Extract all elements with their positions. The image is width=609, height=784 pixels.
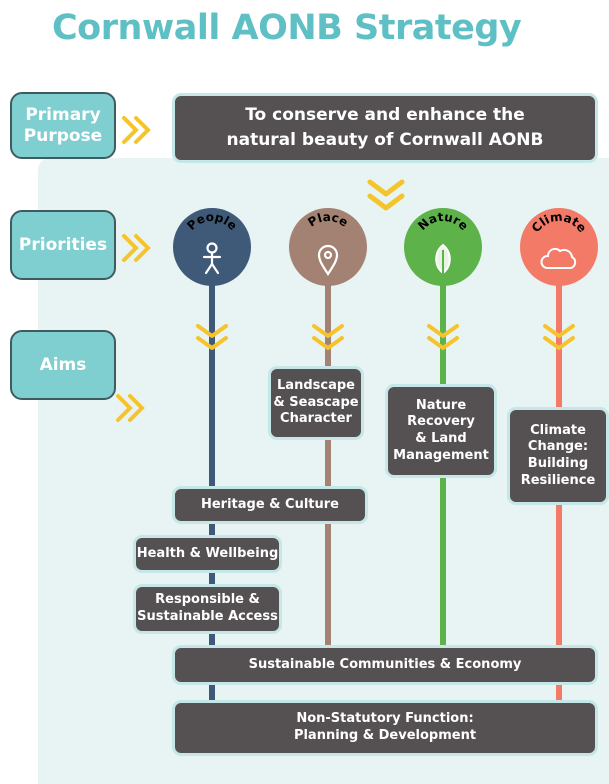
page-title: Cornwall AONB Strategy bbox=[52, 8, 522, 48]
purpose-line-1: To conserve and enhance the bbox=[245, 104, 525, 125]
place-down-arrow-icon bbox=[312, 324, 344, 350]
non-statutory-line-2: Planning & Development bbox=[293, 728, 477, 743]
primary-purpose-label: Primary Purpose bbox=[10, 92, 116, 159]
landscape-line-3: Character bbox=[280, 411, 352, 427]
heritage-culture-box: Heritage & Culture bbox=[172, 486, 368, 524]
climate-change-box: Climate Change: Building Resilience bbox=[507, 407, 609, 505]
aims-label-text: Aims bbox=[39, 354, 87, 375]
nature-recovery-line-2: Recovery bbox=[407, 414, 475, 430]
climate-circle: Climate bbox=[520, 208, 598, 286]
climate-down-arrow-icon bbox=[543, 324, 575, 350]
aims-arrow-icon bbox=[116, 394, 145, 422]
priorities-arrow-icon bbox=[122, 234, 151, 262]
responsible-sustainable-access-box: Responsible & Sustainable Access bbox=[133, 584, 282, 634]
nature-label: Nature bbox=[415, 210, 471, 233]
health-wellbeing-text: Health & Wellbeing bbox=[136, 545, 279, 561]
people-line bbox=[209, 265, 215, 705]
cloud-icon bbox=[540, 247, 577, 269]
access-line-1: Responsible & bbox=[155, 592, 260, 608]
aims-label: Aims bbox=[10, 330, 116, 400]
person-icon bbox=[202, 242, 222, 275]
landscape-seascape-character-box: Landscape & Seascape Character bbox=[268, 366, 364, 440]
leaf-icon bbox=[435, 243, 451, 275]
climate-label: Climate bbox=[529, 210, 589, 235]
priorities-label: Priorities bbox=[10, 210, 116, 280]
priorities-label-text: Priorities bbox=[18, 234, 108, 255]
nature-circle: Nature bbox=[404, 208, 482, 286]
people-circle: People bbox=[173, 208, 251, 286]
access-line-2: Sustainable Access bbox=[137, 609, 278, 624]
nature-recovery-line-4: Management bbox=[393, 447, 489, 463]
communities-text: Sustainable Communities & Economy bbox=[248, 656, 522, 672]
primary-purpose-label-text: Primary Purpose bbox=[23, 105, 103, 146]
primary-purpose-box: To conserve and enhance the natural beau… bbox=[172, 93, 598, 163]
climate-change-line-2: Change: bbox=[527, 439, 589, 455]
climate-change-line-3: Building bbox=[527, 456, 589, 471]
location-pin-icon bbox=[317, 244, 339, 276]
landscape-line-2: & Seascape bbox=[273, 394, 359, 410]
non-statutory-function-box: Non-Statutory Function: Planning & Devel… bbox=[172, 700, 598, 756]
nature-recovery-line-3: & Land bbox=[415, 431, 467, 446]
sustainable-communities-economy-box: Sustainable Communities & Economy bbox=[172, 645, 598, 685]
people-down-arrow-icon bbox=[196, 324, 228, 350]
place-line bbox=[325, 265, 331, 650]
landscape-line-1: Landscape bbox=[277, 378, 355, 394]
primary-purpose-arrow-icon bbox=[122, 116, 151, 144]
place-circle: Place bbox=[289, 208, 367, 286]
nature-recovery-box: Nature Recovery & Land Management bbox=[385, 384, 497, 478]
heritage-culture-text: Heritage & Culture bbox=[200, 496, 339, 512]
people-label: People bbox=[184, 210, 240, 233]
climate-change-line-1: Climate bbox=[530, 422, 586, 438]
nature-down-arrow-icon bbox=[427, 324, 459, 350]
non-statutory-line-1: Non-Statutory Function: bbox=[296, 711, 474, 727]
climate-change-line-4: Resilience bbox=[520, 472, 596, 488]
health-wellbeing-box: Health & Wellbeing bbox=[133, 535, 282, 573]
purpose-down-arrow-icon bbox=[367, 179, 405, 211]
purpose-line-2: natural beauty of Cornwall AONB bbox=[226, 130, 544, 150]
place-label: Place bbox=[305, 210, 350, 230]
nature-recovery-line-1: Nature bbox=[415, 397, 467, 413]
